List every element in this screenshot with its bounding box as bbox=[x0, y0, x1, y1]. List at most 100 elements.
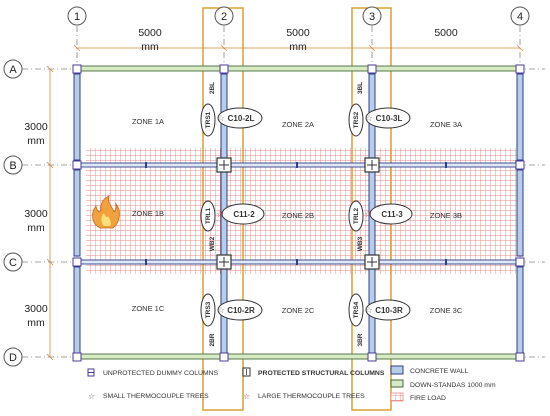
grid-bubble-3 bbox=[362, 6, 382, 26]
dim-tick bbox=[220, 44, 228, 52]
tree-tag-trs3: TRS3 bbox=[205, 301, 212, 318]
dimension-lines bbox=[46, 44, 524, 361]
legend-small-star-icon: ☆ bbox=[88, 392, 95, 401]
dim-tick bbox=[46, 258, 54, 266]
tree-tag-trl2: TRL2 bbox=[353, 207, 360, 224]
column-tag-c11-2: C11-2 bbox=[233, 210, 255, 219]
wall-1-BC bbox=[73, 169, 81, 257]
dummy-column bbox=[72, 257, 82, 267]
grid-label-D: D bbox=[9, 352, 17, 364]
tree-tag-ellipse bbox=[200, 293, 216, 327]
beam-label-2br: 2BR bbox=[209, 333, 216, 346]
zone-1a-label: ZONE 1A bbox=[132, 117, 164, 126]
flame-icon bbox=[92, 195, 120, 229]
column-tag-c10-3l: C10-3L bbox=[376, 114, 403, 123]
dim-tick bbox=[46, 353, 54, 361]
beam-tick bbox=[296, 162, 298, 168]
grid-bubble-A bbox=[3, 59, 23, 79]
column-tag-ellipse bbox=[221, 203, 265, 225]
zone-1b-label: ZONE 1B bbox=[132, 209, 164, 218]
zone-3b-label: ZONE 3B bbox=[430, 211, 462, 220]
legend-fire-load-swatch bbox=[390, 392, 404, 402]
tree-tag-ellipse bbox=[200, 200, 216, 232]
dim-unit-2-3: mm bbox=[289, 41, 307, 53]
dim-unit-1-2: mm bbox=[141, 41, 159, 53]
legend-fire-load: FIRE LOAD bbox=[410, 395, 446, 402]
column-tag-ellipse bbox=[365, 299, 411, 321]
tree-tag-ellipse bbox=[348, 103, 364, 137]
legend: UNPROTECTED DUMMY COLUMNS ☆ SMALL THERMO… bbox=[87, 365, 496, 402]
beam-label-wb2: WB2 bbox=[209, 236, 216, 251]
small-tree-star-icon: ☆ bbox=[365, 114, 373, 124]
tree-tag-trl1: TRL1 bbox=[205, 207, 212, 224]
small-tree-star-icon: ☆ bbox=[217, 306, 225, 316]
dummy-column bbox=[72, 352, 82, 362]
legend-concrete-wall: CONCRETE WALL bbox=[410, 368, 469, 375]
column-tag-c10-2r: C10-2R bbox=[227, 306, 255, 315]
beam-label-3br: 3BR bbox=[357, 333, 364, 346]
grid-bubble-D bbox=[3, 347, 23, 367]
beam-tick bbox=[445, 162, 447, 168]
grid-label-2: 2 bbox=[221, 11, 227, 23]
grid-bubble-4 bbox=[510, 6, 530, 26]
dummy-column bbox=[367, 352, 377, 362]
dummy-column bbox=[515, 160, 525, 170]
dim-value-3-4: 5000 bbox=[434, 27, 458, 39]
small-tree-star-icon: ☆ bbox=[365, 306, 373, 316]
dim-value-C-D: 3000 bbox=[24, 303, 48, 315]
dim-value-1-2: 5000 bbox=[138, 27, 162, 39]
legend-large-trees: LARGE THERMOCOUPLE TREES bbox=[258, 393, 365, 400]
legend-dummy-columns: UNPROTECTED DUMMY COLUMNS bbox=[103, 370, 219, 377]
zone-3c-label: ZONE 3C bbox=[430, 306, 463, 315]
grid-label-3: 3 bbox=[369, 11, 375, 23]
beam-tick bbox=[445, 259, 447, 265]
dim-unit-B-C: mm bbox=[27, 222, 45, 234]
column-tag-ellipse bbox=[217, 107, 263, 129]
dummy-column bbox=[515, 257, 525, 267]
column-tags: C10-2L C10-3L C11-2 C11-3 C10-2R C10-3R bbox=[217, 107, 413, 321]
column-tag-c10-2l: C10-2L bbox=[228, 114, 255, 123]
dim-tick bbox=[46, 161, 54, 169]
grid-bubbles: 1 2 3 4 A B C D bbox=[3, 6, 530, 367]
dummy-column bbox=[72, 160, 82, 170]
grid-bubble-C bbox=[3, 252, 23, 272]
legend-protected-columns: PROTECTED STRUCTURAL COLUMNS bbox=[258, 370, 385, 377]
legend-large-star-icon: ☆ bbox=[243, 392, 250, 401]
grid-bubble-B bbox=[3, 155, 23, 175]
dim-value-B-C: 3000 bbox=[24, 208, 48, 220]
beam-tick bbox=[145, 259, 147, 265]
large-tree-star-icon: ☆ bbox=[364, 210, 372, 220]
dim-tick bbox=[73, 44, 81, 52]
dummy-column bbox=[515, 352, 525, 362]
beam-label-wb3: WB3 bbox=[357, 236, 364, 251]
grid-bubble-2 bbox=[214, 6, 234, 26]
dummy-column bbox=[515, 64, 525, 74]
beam-ticks bbox=[145, 162, 447, 265]
beam-label-3bl: 3BL bbox=[357, 82, 364, 94]
small-tree-star-icon: ☆ bbox=[217, 114, 225, 124]
column-tag-ellipse bbox=[369, 203, 413, 225]
grid-bubble-1 bbox=[67, 6, 87, 26]
beam-label-2bl: 2BL bbox=[209, 82, 216, 94]
downstand-row-A bbox=[79, 65, 521, 72]
grid-label-C: C bbox=[9, 257, 17, 269]
tree-tag-ellipse bbox=[200, 103, 216, 137]
beam-tick bbox=[145, 162, 147, 168]
column-tag-c10-3r: C10-3R bbox=[375, 306, 403, 315]
zone-2b-label: ZONE 2B bbox=[282, 211, 314, 220]
dim-value-2-3: 5000 bbox=[286, 27, 310, 39]
zone-2a-label: ZONE 2A bbox=[282, 120, 314, 129]
wall-1-AB bbox=[73, 73, 81, 161]
tree-tag-trs1: TRS1 bbox=[205, 111, 212, 128]
dim-value-A-B: 3000 bbox=[24, 121, 48, 133]
zone-2c-label: ZONE 2C bbox=[282, 306, 315, 315]
tree-tag-trs2: TRS2 bbox=[353, 111, 360, 128]
dim-tick bbox=[368, 44, 376, 52]
dummy-column bbox=[72, 64, 82, 74]
dummy-column bbox=[367, 64, 377, 74]
large-tree-star-icon: ☆ bbox=[216, 210, 224, 220]
column-tag-ellipse bbox=[365, 107, 411, 129]
dim-unit-A-B: mm bbox=[27, 135, 45, 147]
